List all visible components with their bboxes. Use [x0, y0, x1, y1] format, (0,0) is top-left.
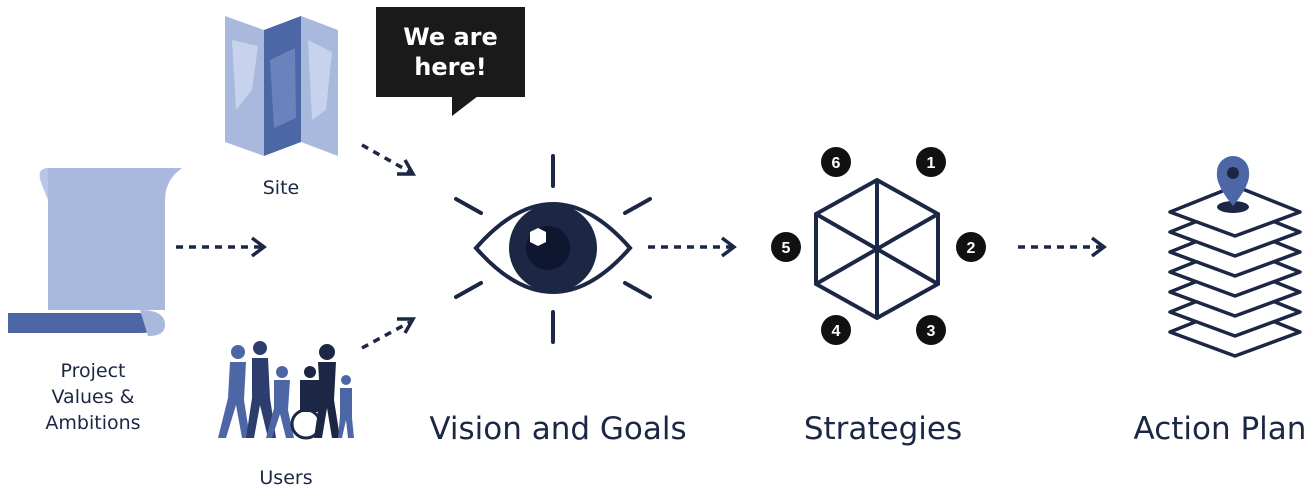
- scroll-icon: [8, 168, 182, 336]
- svg-text:1: 1: [927, 155, 936, 172]
- vision-goals-label: Vision and Goals: [429, 411, 687, 447]
- we-are-here-callout: We are here!: [376, 7, 525, 97]
- arrow-strategies-to-action: [1018, 236, 1107, 258]
- strategy-badge-6: 6: [821, 147, 851, 177]
- arrow-values-to-vision: [176, 236, 267, 258]
- users-label: Users: [259, 467, 313, 489]
- site-label: Site: [262, 177, 300, 199]
- arrow-users-to-vision: [361, 317, 417, 350]
- project-values-line-2: Values &: [51, 386, 135, 408]
- arrow-vision-to-strategies: [648, 236, 737, 258]
- eye-icon: [454, 154, 652, 344]
- strategy-badge-1: 1: [916, 147, 946, 177]
- project-values-line-3: Ambitions: [45, 412, 141, 434]
- users-icon: [218, 341, 354, 440]
- project-values-label: Project Values & Ambitions: [20, 358, 166, 436]
- strategy-badge-2: 2: [956, 232, 986, 262]
- strategy-badge-4: 4: [821, 315, 851, 345]
- svg-text:5: 5: [782, 240, 791, 257]
- svg-text:4: 4: [832, 323, 841, 340]
- layers-icon: [1168, 184, 1302, 358]
- arrow-site-to-vision: [361, 143, 417, 176]
- action-plan-label: Action Plan: [1133, 411, 1307, 447]
- hexagon-icon: [814, 177, 940, 321]
- project-values-line-1: Project: [60, 360, 126, 382]
- callout-line-1: We are: [403, 23, 498, 51]
- svg-text:3: 3: [927, 323, 936, 340]
- strategies-label: Strategies: [803, 411, 963, 447]
- svg-text:6: 6: [832, 155, 841, 172]
- svg-text:2: 2: [967, 240, 976, 257]
- strategy-badge-3: 3: [916, 315, 946, 345]
- map-icon: [225, 16, 338, 156]
- location-pin-icon: [1216, 156, 1250, 213]
- strategy-badge-5: 5: [771, 232, 801, 262]
- callout-tail: [452, 96, 478, 116]
- callout-line-2: here!: [414, 53, 487, 81]
